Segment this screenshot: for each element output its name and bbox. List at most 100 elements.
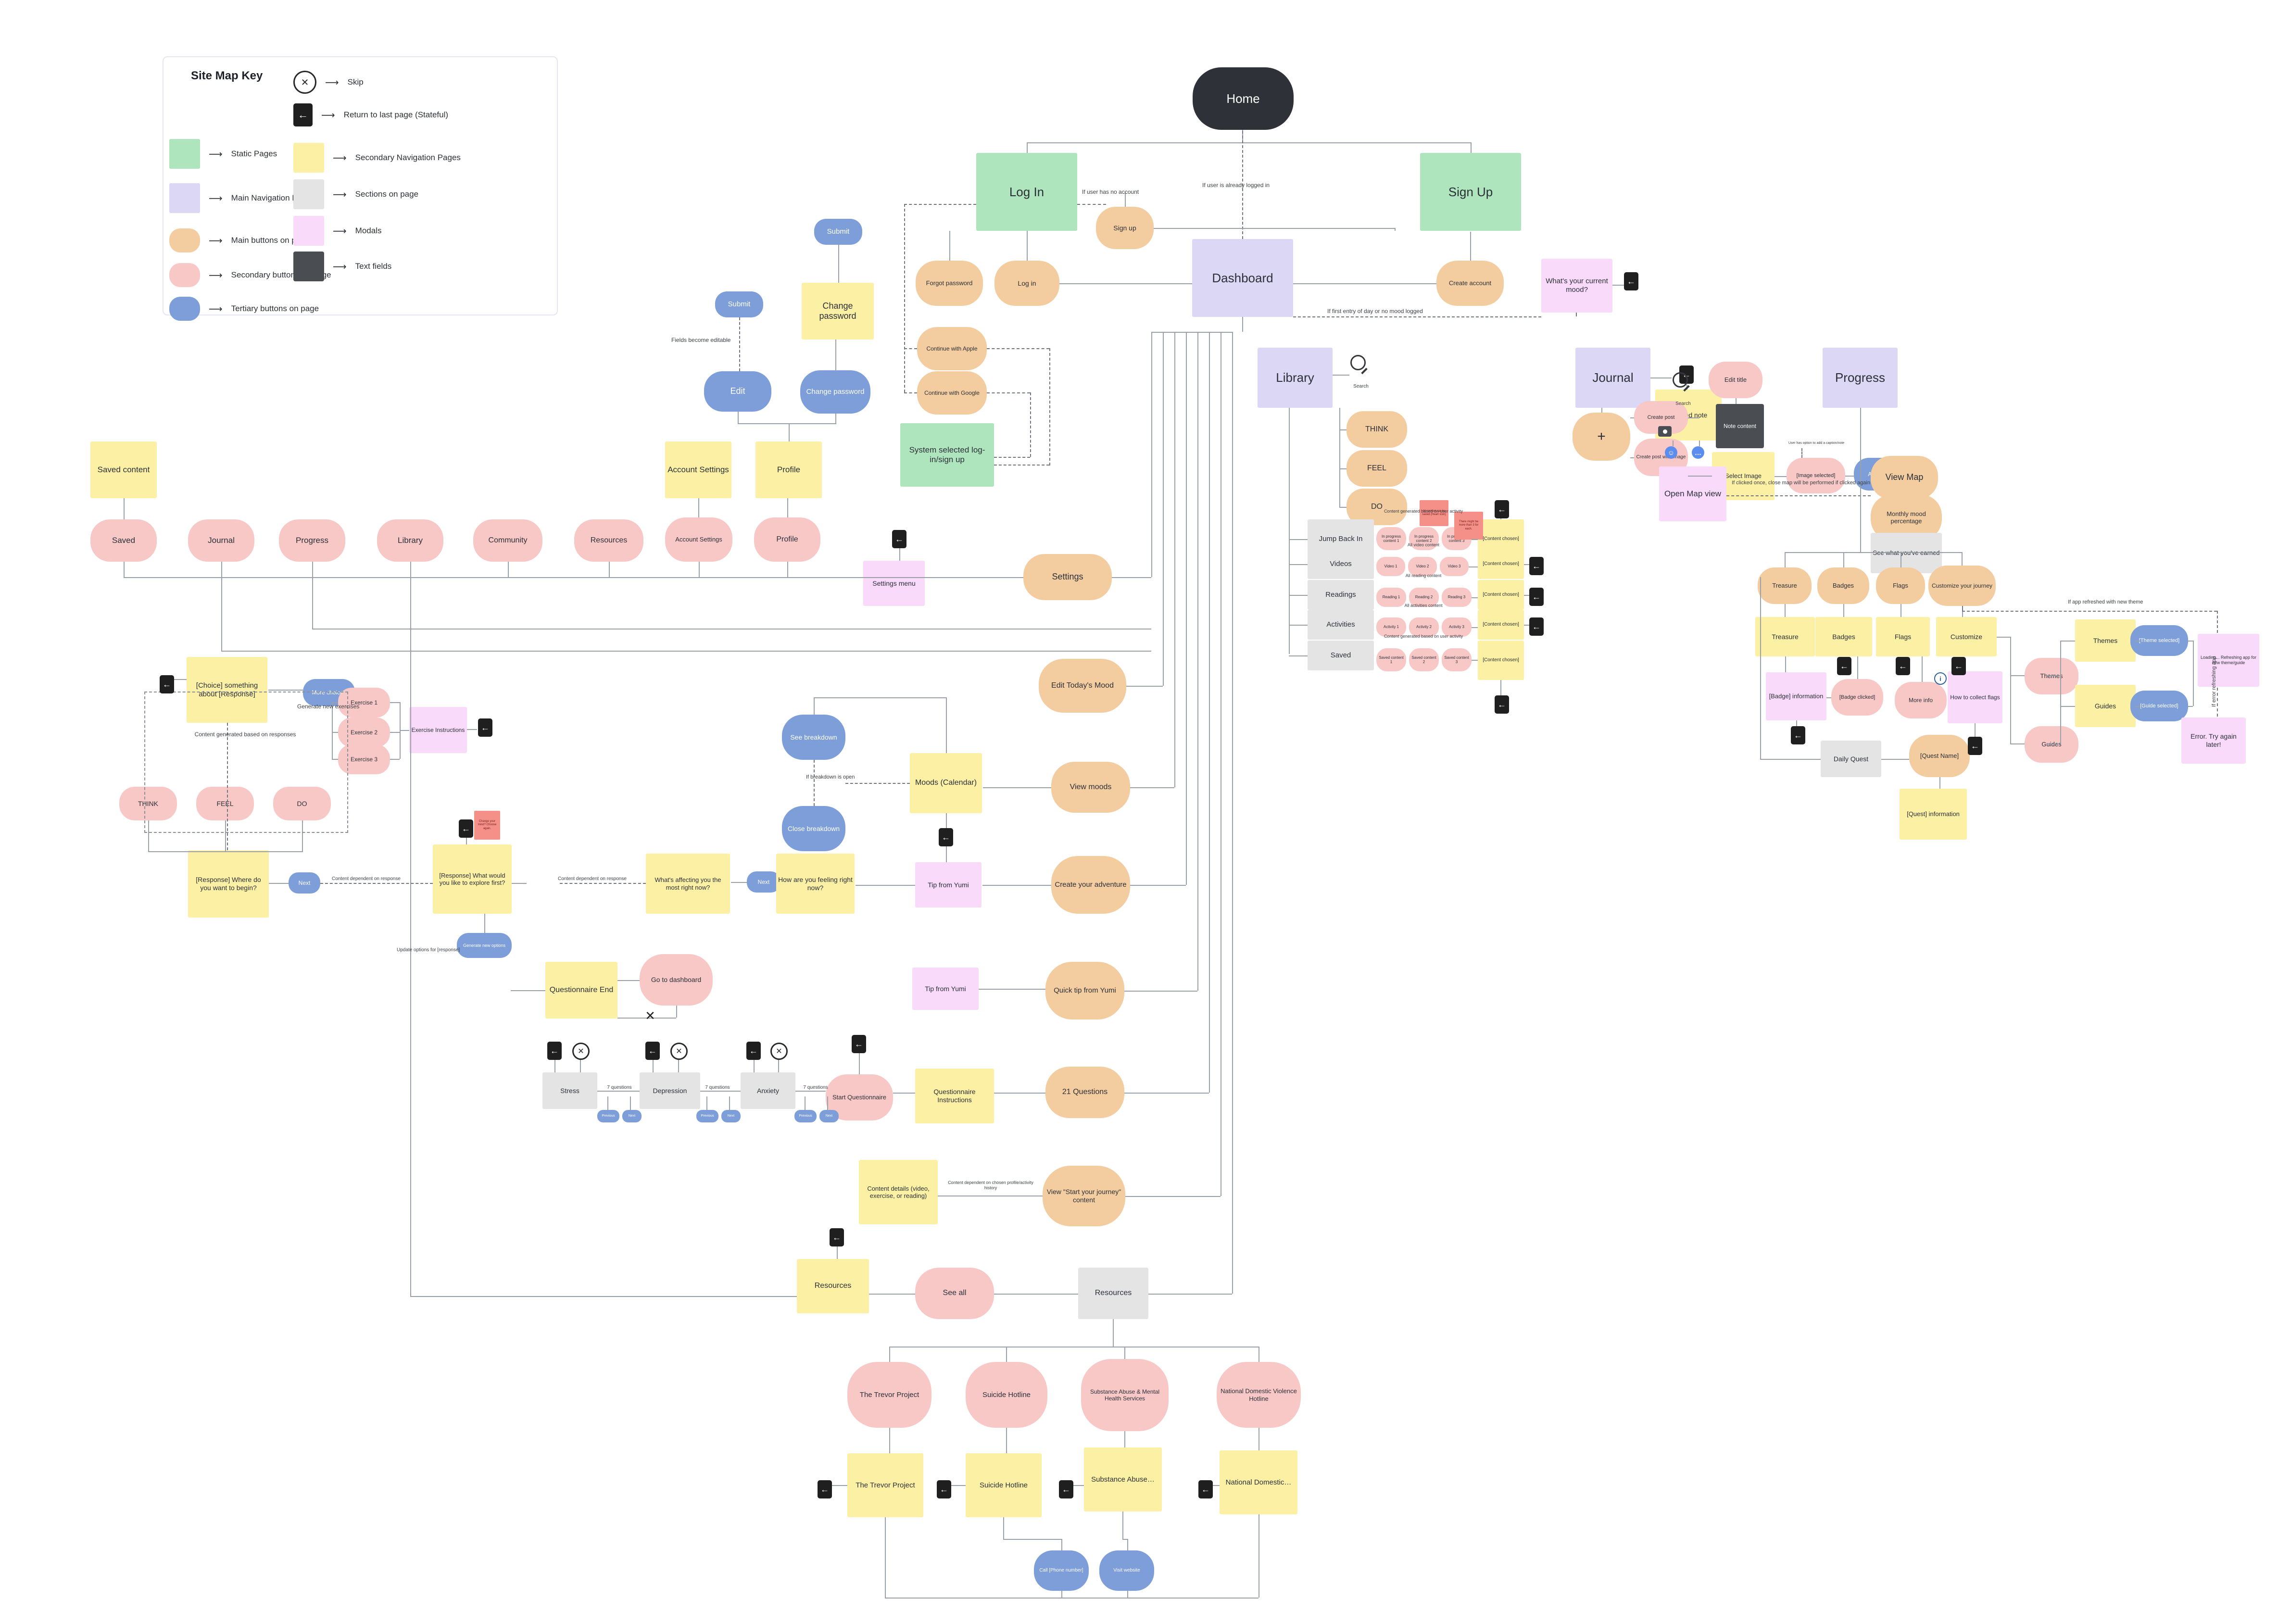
reading-2-secbtn[interactable]: Reading 2 (1409, 588, 1439, 607)
log-in-mainbtn[interactable]: Log in (994, 261, 1059, 306)
suicide-hotline-subnav[interactable]: Suicide Hotline (966, 1453, 1042, 1517)
substance-abuse-subnav[interactable]: Substance Abuse… (1084, 1448, 1162, 1511)
settings-menu-modal[interactable]: Settings menu (863, 561, 925, 606)
back-icon[interactable]: ← (939, 828, 953, 846)
content-chosen-subnav[interactable]: [Content chosen] (1478, 549, 1524, 579)
content-chosen-subnav[interactable]: [Content chosen] (1478, 610, 1524, 640)
video-1-secbtn[interactable]: Video 1 (1376, 557, 1405, 576)
dashboard-nav[interactable]: Dashboard (1192, 239, 1293, 317)
settings-mainbtn[interactable]: Settings (1023, 554, 1112, 600)
call-phone-number-terbtn[interactable]: Call [Phone number] (1034, 1550, 1089, 1591)
view-start-your-journey-content-mainbtn[interactable]: View "Start your journey" content (1043, 1166, 1125, 1226)
info-icon[interactable]: i (1934, 672, 1947, 685)
skip-icon[interactable]: ✕ (670, 1043, 688, 1060)
video-2-secbtn[interactable]: Video 2 (1408, 557, 1437, 576)
profile-subnav[interactable]: Profile (755, 441, 822, 498)
sign-up-static[interactable]: Sign Up (1420, 153, 1521, 231)
change-password-terbtn[interactable]: Change password (800, 370, 870, 414)
exercise-3-secbtn[interactable]: Exercise 3 (338, 744, 390, 774)
what-s-your-current-mood-modal[interactable]: What's your current mood? (1541, 259, 1612, 313)
saved-content-3-secbtn[interactable]: Saved content 3 (1442, 648, 1472, 671)
guide-selected-terbtn[interactable]: [Guide selected] (2130, 691, 2188, 721)
how-to-collect-flags-modal[interactable]: How to collect flags (1948, 671, 2002, 723)
moods-calendar-subnav[interactable]: Moods (Calendar) (910, 753, 982, 813)
back-icon[interactable]: ← (818, 1480, 832, 1498)
saved-secbtn[interactable]: Saved (90, 519, 157, 562)
account-settings-subnav[interactable]: Account Settings (665, 441, 731, 498)
note-content-textfield[interactable]: Note content (1716, 404, 1764, 448)
do-secbtn[interactable]: DO (273, 787, 331, 820)
response-what-would-you-like-to-ex-subnav[interactable]: [Response] What would you like to explor… (433, 844, 512, 914)
back-icon[interactable]: ← (1896, 657, 1910, 675)
back-icon[interactable]: ← (746, 1042, 761, 1060)
back-icon[interactable]: ← (1624, 272, 1638, 290)
quest-name-mainbtn[interactable]: [Quest Name] (1909, 735, 1970, 777)
activities-section[interactable]: Activities (1308, 610, 1374, 640)
activity-2-secbtn[interactable]: Activity 2 (1409, 617, 1439, 637)
there-might-be-more-than-3-for-eac-note[interactable]: There might be more than 3 for each. (1454, 512, 1483, 540)
customize-your-journey-mainbtn[interactable]: Customize your journey (1928, 566, 1996, 606)
next-terbtn[interactable]: Next (721, 1110, 741, 1122)
saved-content-2-secbtn[interactable]: Saved content 2 (1409, 648, 1439, 671)
previous-terbtn[interactable]: Previous (794, 1110, 817, 1122)
exercise-instructions-modal[interactable]: Exercise Instructions (409, 707, 467, 753)
library-secbtn[interactable]: Library (377, 519, 443, 562)
home-home[interactable]: Home (1193, 67, 1294, 130)
21-questions-mainbtn[interactable]: 21 Questions (1045, 1067, 1124, 1118)
submit-terbtn[interactable]: Submit (715, 291, 763, 317)
account-settings-secbtn[interactable]: Account Settings (665, 517, 732, 562)
see-what-you-ve-earned-section[interactable]: See what you've earned (1871, 533, 1942, 573)
flags-mainbtn[interactable]: Flags (1876, 567, 1925, 604)
edit-title-secbtn[interactable]: Edit title (1709, 362, 1762, 398)
do-mainbtn[interactable]: DO (1347, 489, 1407, 525)
themes-subnav[interactable]: Themes (2075, 619, 2136, 662)
tip-from-yumi-modal[interactable]: Tip from Yumi (915, 862, 982, 907)
treasure-subnav[interactable]: Treasure (1755, 617, 1815, 656)
quest-information-subnav[interactable]: [Quest] information (1900, 789, 1967, 840)
back-icon[interactable]: ← (1059, 1480, 1073, 1498)
view-moods-mainbtn[interactable]: View moods (1051, 762, 1130, 813)
resources-secbtn[interactable]: Resources (574, 519, 643, 562)
previous-terbtn[interactable]: Previous (696, 1110, 718, 1122)
image-selected-secbtn[interactable]: [Image selected] (1787, 458, 1845, 493)
resources-section[interactable]: Resources (1078, 1268, 1148, 1319)
back-icon[interactable]: ← (830, 1228, 844, 1246)
visit-website-terbtn[interactable]: Visit website (1099, 1550, 1154, 1591)
monthly-mood-percentage-mainbtn[interactable]: Monthly mood percentage (1871, 494, 1942, 541)
back-icon[interactable]: ← (1529, 617, 1544, 636)
next-terbtn[interactable]: Next (289, 872, 320, 894)
reading-3-secbtn[interactable]: Reading 3 (1442, 588, 1472, 607)
quick-tip-from-yumi-mainbtn[interactable]: Quick tip from Yumi (1045, 962, 1124, 1020)
substance-abuse-mental-health-serv-secbtn[interactable]: Substance Abuse & Mental Health Services (1081, 1359, 1169, 1431)
themes-secbtn[interactable]: Themes (2025, 658, 2078, 694)
back-icon[interactable]: ← (1529, 557, 1544, 575)
think-secbtn[interactable]: THINK (119, 787, 177, 820)
video-3-secbtn[interactable]: Video 3 (1440, 557, 1469, 576)
close-path-icon[interactable]: ✕ (645, 1008, 655, 1023)
skip-icon[interactable]: ✕ (572, 1043, 590, 1060)
library-nav[interactable]: Library (1258, 348, 1333, 408)
back-icon[interactable]: ← (937, 1480, 951, 1498)
see-breakdown-terbtn[interactable]: See breakdown (782, 715, 845, 760)
change-your-mind-choose-again-note[interactable]: Change your mind? Choose again. (474, 811, 500, 840)
close-breakdown-terbtn[interactable]: Close breakdown (782, 806, 845, 851)
next-terbtn[interactable]: Next (622, 1110, 642, 1122)
back-icon[interactable]: ← (1529, 588, 1544, 606)
back-icon[interactable]: ← (160, 675, 174, 693)
camera-icon[interactable] (1658, 426, 1672, 437)
questionnaire-end-subnav[interactable]: Questionnaire End (545, 962, 617, 1019)
back-icon[interactable]: ← (852, 1035, 866, 1053)
log-in-static[interactable]: Log In (976, 153, 1077, 231)
exercise-2-secbtn[interactable]: Exercise 2 (338, 718, 390, 747)
edit-terbtn[interactable]: Edit (704, 371, 771, 412)
back-icon[interactable]: ← (1495, 695, 1509, 714)
all-content-can-be-saved-heart-ico-note[interactable]: All content can be saved (Heart icon) (1420, 500, 1448, 526)
national-domestic-violence-hotline-secbtn[interactable]: National Domestic Violence Hotline (1217, 1362, 1301, 1428)
back-icon[interactable]: ← (1791, 726, 1805, 744)
open-map-view-modal[interactable]: Open Map view (1659, 466, 1726, 521)
how-are-you-feeling-right-now-subnav[interactable]: How are you feeling right now? (776, 854, 855, 914)
view-map-mainbtn[interactable]: View Map (1871, 456, 1938, 499)
skip-icon[interactable]: ✕ (770, 1043, 788, 1060)
journal-secbtn[interactable]: Journal (188, 519, 254, 562)
think-mainbtn[interactable]: THINK (1347, 411, 1407, 448)
